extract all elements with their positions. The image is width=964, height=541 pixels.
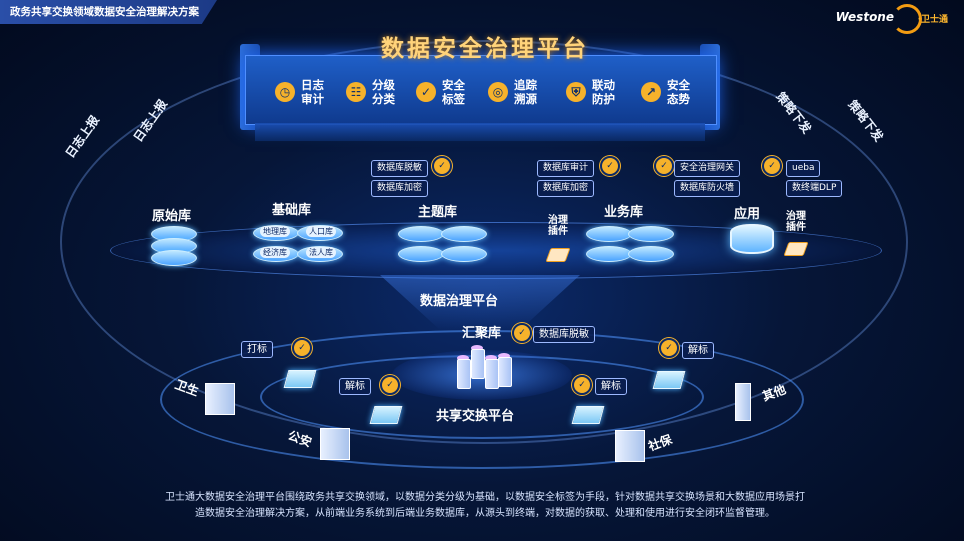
footer-description: 卫士通大数据安全治理平台围绕政务共享交换领域，以数据分类分级为基础，以数据安全标… [160,490,810,522]
capability-linked-protection: ⛨ 联动防护 [566,73,618,111]
top-platform-title: 数据安全治理平台 [381,36,589,62]
unstamp-tag: 解标 [339,378,371,395]
log-report-outer: 日志上报 [62,113,102,161]
shield-icon: ✓ [600,156,620,176]
shield-icon: ✓ [292,338,312,358]
logo-sub: ·卫士通 [917,15,948,25]
exchange-outer-ring [160,330,804,469]
app-label: 应用 [734,207,761,222]
other-server-icon [735,383,751,421]
police-building-icon [320,428,350,460]
footer-line-1: 卫士通大数据安全治理平台围绕政务共享交换领域，以数据分类分级为基础，以数据安全标… [165,492,805,503]
raw-db-label: 原始库 [152,209,192,224]
topic-db-disk [398,246,444,262]
capability-classification: ☷ 分级分类 [346,73,398,111]
unstamp-tag: 解标 [682,342,714,359]
shield-icon: ✓ [659,338,679,358]
footer-line-2: 造数据安全治理解决方案，从前端业务系统到后端业务数据库，从源头到终端，对数据的获… [195,508,775,519]
dlp-tag: 数终端DLP [786,180,843,197]
business-db-disk [628,246,674,262]
topic-tag-encryption: 数据库加密 [371,180,429,197]
exchange-platform-title: 共享交换平台 [436,409,515,424]
capability-label: 安全态势 [667,78,690,106]
business-db-disk [586,246,632,262]
policy-issue-outer: 策略下发 [845,97,886,145]
tag-icon: ✓ [416,82,436,102]
server-icon [471,349,485,379]
server-icon [498,357,512,387]
topic-tag-masking: 数据库脱敏 [371,160,429,177]
topic-db-disk [398,226,444,242]
app-cylinder-icon [730,224,774,254]
hierarchy-icon: ☷ [346,82,366,102]
server-top [485,355,497,361]
raw-db-disk [151,250,197,266]
base-sub-tag: 人口库 [306,226,336,237]
capability-label: 安全标签 [442,78,465,106]
capability-label: 分级分类 [372,78,395,106]
header-tab: 政务共享交换领域数据安全治理解决方案 [0,0,217,24]
data-governance-platform-title: 数据治理平台 [420,294,499,309]
capability-label: 联动防护 [592,78,615,106]
capability-tracing: ◎ 追踪溯源 [488,73,540,111]
shield-icon: ✓ [572,375,592,395]
server-top [471,345,483,351]
unstamp-tag: 解标 [595,378,627,395]
stamp-tag: 打标 [241,341,273,358]
hub-label: 汇聚库 [462,326,502,341]
capability-label: 日志审计 [301,78,324,106]
business-db-disk [586,226,632,242]
trend-chart-icon: ↗ [641,82,661,102]
logo-ring-icon [892,4,922,34]
server-top [457,355,469,361]
base-sub-tag: 经济库 [260,247,290,258]
db-firewall-tag: 数据库防火墙 [674,180,741,197]
capability-security-label: ✓ 安全标签 [416,73,468,111]
top-panel-base [255,123,705,141]
shield-icon: ✓ [380,375,400,395]
gateway-tag: 安全治理网关 [674,160,741,177]
base-sub-tag: 法人库 [306,247,336,258]
shield-icon: ⛨ [566,82,586,102]
capability-security-posture: ↗ 安全态势 [641,73,693,111]
clock-icon: ◷ [275,82,295,102]
base-db-label: 基础库 [272,203,312,218]
base-sub-tag: 地理库 [260,226,290,237]
node-box-icon [571,406,605,424]
shield-icon: ✓ [512,323,532,343]
topic-db-disk [441,246,487,262]
business-tag-audit: 数据库审计 [537,160,595,177]
business-db-disk [628,226,674,242]
business-db-label: 业务库 [604,205,644,220]
target-icon: ◎ [488,82,508,102]
node-box-icon [283,370,317,388]
social-security-building-icon [615,430,645,462]
topic-db-disk [441,226,487,242]
business-tag-encryption: 数据库加密 [537,180,595,197]
logo-text: Westone [835,10,894,24]
capability-label: 追踪溯源 [514,78,537,106]
hospital-icon [205,383,235,415]
topic-db-label: 主题库 [418,205,458,220]
node-box-icon [369,406,403,424]
shield-icon: ✓ [432,156,452,176]
plugin-label-app: 治理插件 [786,211,806,233]
capability-log-audit: ◷ 日志审计 [275,73,327,111]
ueba-tag: ueba [786,160,821,177]
top-platform-panel [245,55,717,125]
shield-icon: ✓ [654,156,674,176]
hub-masking-tag: 数据库脱敏 [533,326,595,343]
server-top [498,353,510,359]
plugin-label-business: 治理插件 [548,215,568,237]
server-icon [457,359,471,389]
server-icon [485,359,499,389]
shield-icon: ✓ [762,156,782,176]
node-box-icon [652,371,686,389]
